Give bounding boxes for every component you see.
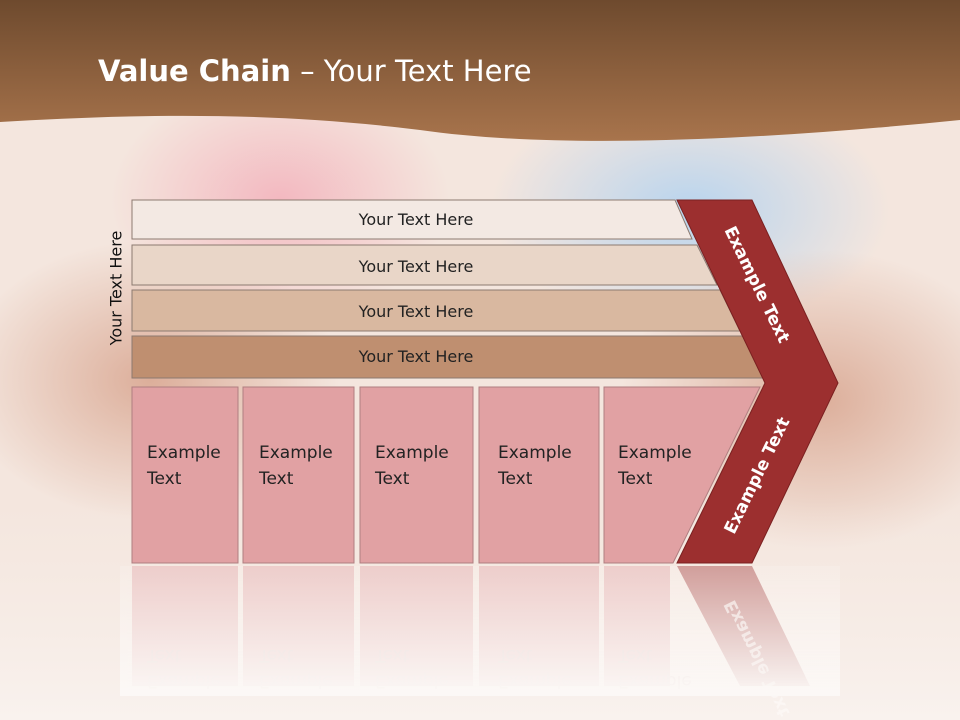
box-label-line1: Example: [498, 443, 572, 463]
page-title: Value Chain – Your Text Here: [98, 54, 532, 88]
bar-label: Your Text Here: [358, 210, 474, 229]
box-label-line2: Text: [617, 469, 653, 489]
box-shape: [603, 386, 761, 564]
box-label-line2: Text: [146, 469, 182, 489]
box-label-line2: Text: [497, 469, 533, 489]
box-label-line1: Example: [375, 443, 449, 463]
box-label-line1: Example: [147, 443, 221, 463]
bar-label: Your Text Here: [358, 347, 474, 366]
box-label-line2: Text: [258, 469, 294, 489]
activity-box[interactable]: Example Text: [478, 386, 600, 564]
bar-shape: [131, 244, 718, 286]
box-label-line1: Example: [618, 443, 692, 463]
bar-label: Your Text Here: [358, 302, 474, 321]
box-label-line2: Text: [374, 469, 410, 489]
title-rest: – Your Text Here: [290, 54, 532, 88]
bar[interactable]: Your Text Here: [131, 335, 765, 379]
box-shape: [478, 386, 600, 564]
bar[interactable]: Your Text Here: [131, 199, 693, 240]
activity-box[interactable]: Example Text: [131, 386, 239, 564]
reflection: Example Text Example Text Example Text E…: [120, 566, 840, 720]
box-shape: [359, 386, 474, 564]
activity-box[interactable]: Example Text: [603, 386, 761, 564]
chevron-shape: [676, 199, 839, 564]
bar-shape: [131, 199, 693, 240]
box-shape: [242, 386, 355, 564]
title-bold: Value Chain: [98, 54, 291, 88]
box-label-line1: Example: [259, 443, 333, 463]
header-band: [0, 0, 960, 141]
activity-box[interactable]: Example Text: [359, 386, 474, 564]
activity-box[interactable]: Example Text: [242, 386, 355, 564]
bar[interactable]: Your Text Here: [131, 244, 718, 286]
bar-label: Your Text Here: [358, 257, 474, 276]
bar[interactable]: Your Text Here: [131, 289, 741, 332]
box-shape: [131, 386, 239, 564]
